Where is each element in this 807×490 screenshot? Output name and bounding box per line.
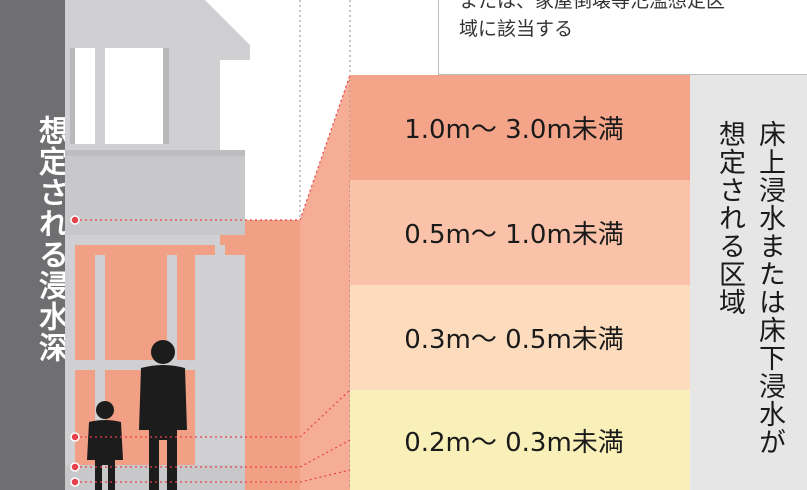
depth-band-2: 0.5m～ 1.0m未満 [350,180,690,285]
depth-band-4-label: 0.2m～ 0.3m未満 [404,427,624,458]
callout-box: または、家屋倒壊等氾濫想定区 域に該当する [438,0,807,75]
flood-area-slope [300,75,350,490]
depth-band-3: 0.3m～ 0.5m未満 [350,285,690,390]
depth-band-1: 1.0m～ 3.0m未満 [350,75,690,180]
depth-band-4: 0.2m～ 0.3m未満 [350,390,690,490]
water-depth-label-bar: 想定される浸水深 [0,0,68,490]
area-label-col-2: 想定される区域 [714,120,745,316]
water-depth-label: 想定される浸水深 [33,115,68,363]
depth-band-3-label: 0.3m～ 0.5m未満 [404,325,624,355]
depth-marker-dots [70,215,80,487]
callout-line-1: または、家屋倒壊等氾濫想定区 [459,0,726,12]
depth-band-1-label: 1.0m～ 3.0m未満 [404,115,624,145]
depth-marker-lines [75,74,351,483]
house-icon [65,0,250,490]
depth-band-2-label: 0.5m～ 1.0m未満 [404,220,624,250]
area-label-col-1: 床上浸水または床下浸水が [754,120,785,456]
callout-line-2: 域に該当する [459,18,574,40]
adult-silhouette-icon [139,340,187,490]
area-label-bar: 床上浸水または床下浸水が 想定される区域 [690,75,807,490]
